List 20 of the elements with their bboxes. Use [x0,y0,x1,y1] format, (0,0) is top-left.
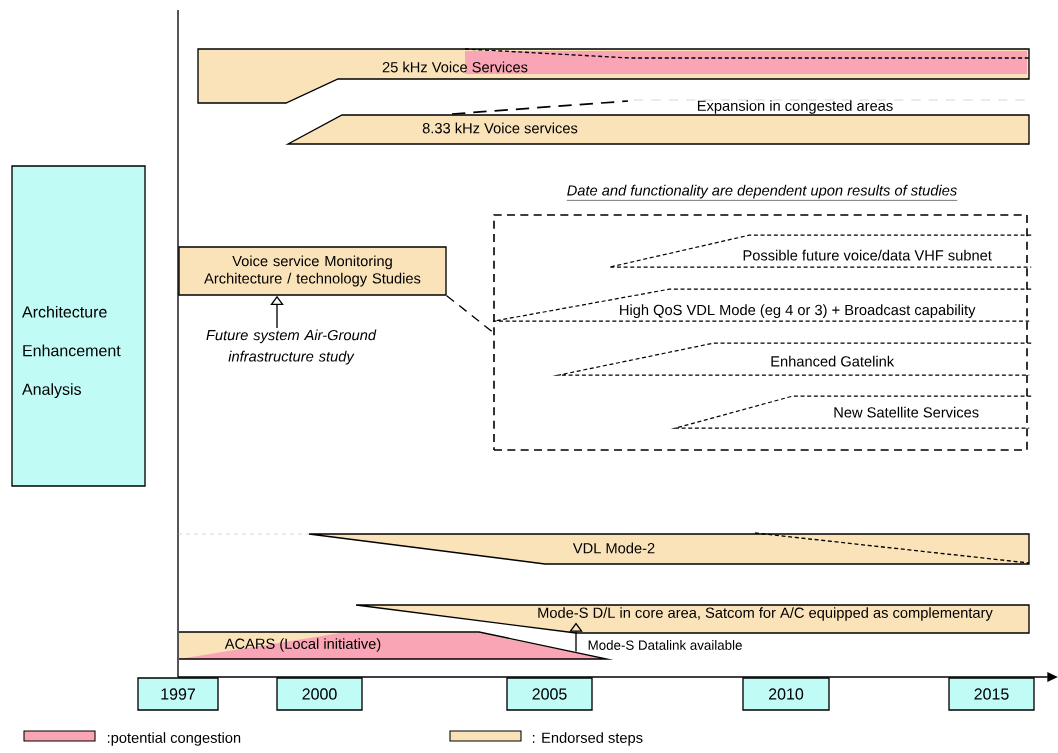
timeline-band: VDL Mode-2 [177,532,1030,565]
timeline-band: High QoS VDL Mode (eg 4 or 3) + Broadcast capability [492,288,1032,322]
legend-label: : Endorsed steps [532,732,643,746]
year-box: 2000 [276,677,363,711]
connector-line [446,295,494,334]
year-box: 2010 [742,677,830,711]
timeline-band: Possible future voice/data VHF subnet [603,234,1032,268]
year-box: 2015 [948,677,1035,711]
arrow [569,622,583,653]
legend-label: :potential congestion [107,732,241,746]
timeline-band: Expansion in congested areas [451,99,1030,115]
timeline-band: New Satellite Services [670,395,1032,429]
timeline-band: Enhanced Gatelink [552,342,1032,376]
year-box: 2005 [506,677,593,711]
node-label: Date and functionality are dependent upon results of studies [567,184,957,199]
study-box: Voice service Monitoring Architecture / technology Studies [178,246,447,296]
year-box: 1997 [137,677,219,711]
note-text: Future system Air-Ground infrastructure study [206,329,377,365]
timeline-band: Mode-S D/L in core area, Satcom for A/C equipped as complementary [355,604,1030,634]
analysis-box: Architecture Enhancement Analysis [11,165,146,487]
